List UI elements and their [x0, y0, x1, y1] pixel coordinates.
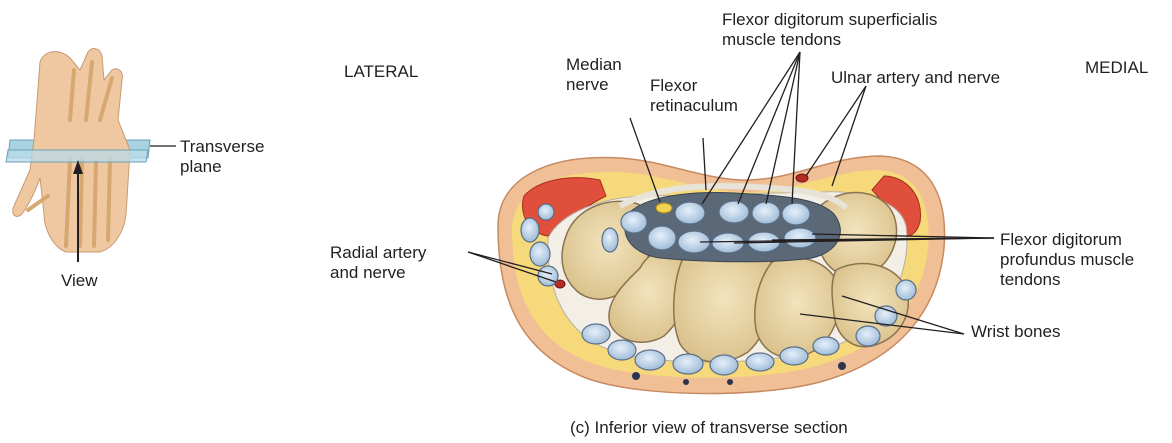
view-label: View — [61, 271, 98, 291]
hand-view-diagram — [6, 49, 176, 262]
figure-caption: (c) Inferior view of transverse section — [570, 418, 848, 438]
fds-tendon — [719, 201, 749, 223]
medial-label: MEDIAL — [1085, 58, 1148, 78]
ulnar-label: Ulnar artery and nerve — [831, 68, 1000, 88]
tendon-extra — [621, 211, 647, 233]
fdp-tendon — [784, 228, 816, 248]
median-nerve — [656, 203, 672, 213]
fds-tendon — [752, 202, 780, 224]
wrist-bones-label: Wrist bones — [971, 322, 1060, 342]
median-nerve-label: Median nerve — [566, 55, 622, 95]
transverse-plane-label: Transverse plane — [180, 137, 264, 177]
radial-label: Radial artery and nerve — [330, 243, 426, 283]
fds-tendons — [675, 201, 810, 225]
fds-tendon — [675, 202, 705, 224]
fds-label: Flexor digitorum superficialis muscle te… — [722, 10, 937, 50]
fdp-label: Flexor digitorum profundus muscle tendon… — [1000, 230, 1134, 290]
flexor-retinaculum-label: Flexor retinaculum — [650, 76, 738, 116]
cross-section — [498, 156, 945, 394]
fdp-tendon — [648, 226, 676, 250]
lateral-label: LATERAL — [344, 62, 418, 82]
fds-tendon — [782, 203, 810, 225]
tendon-extra — [602, 228, 618, 252]
